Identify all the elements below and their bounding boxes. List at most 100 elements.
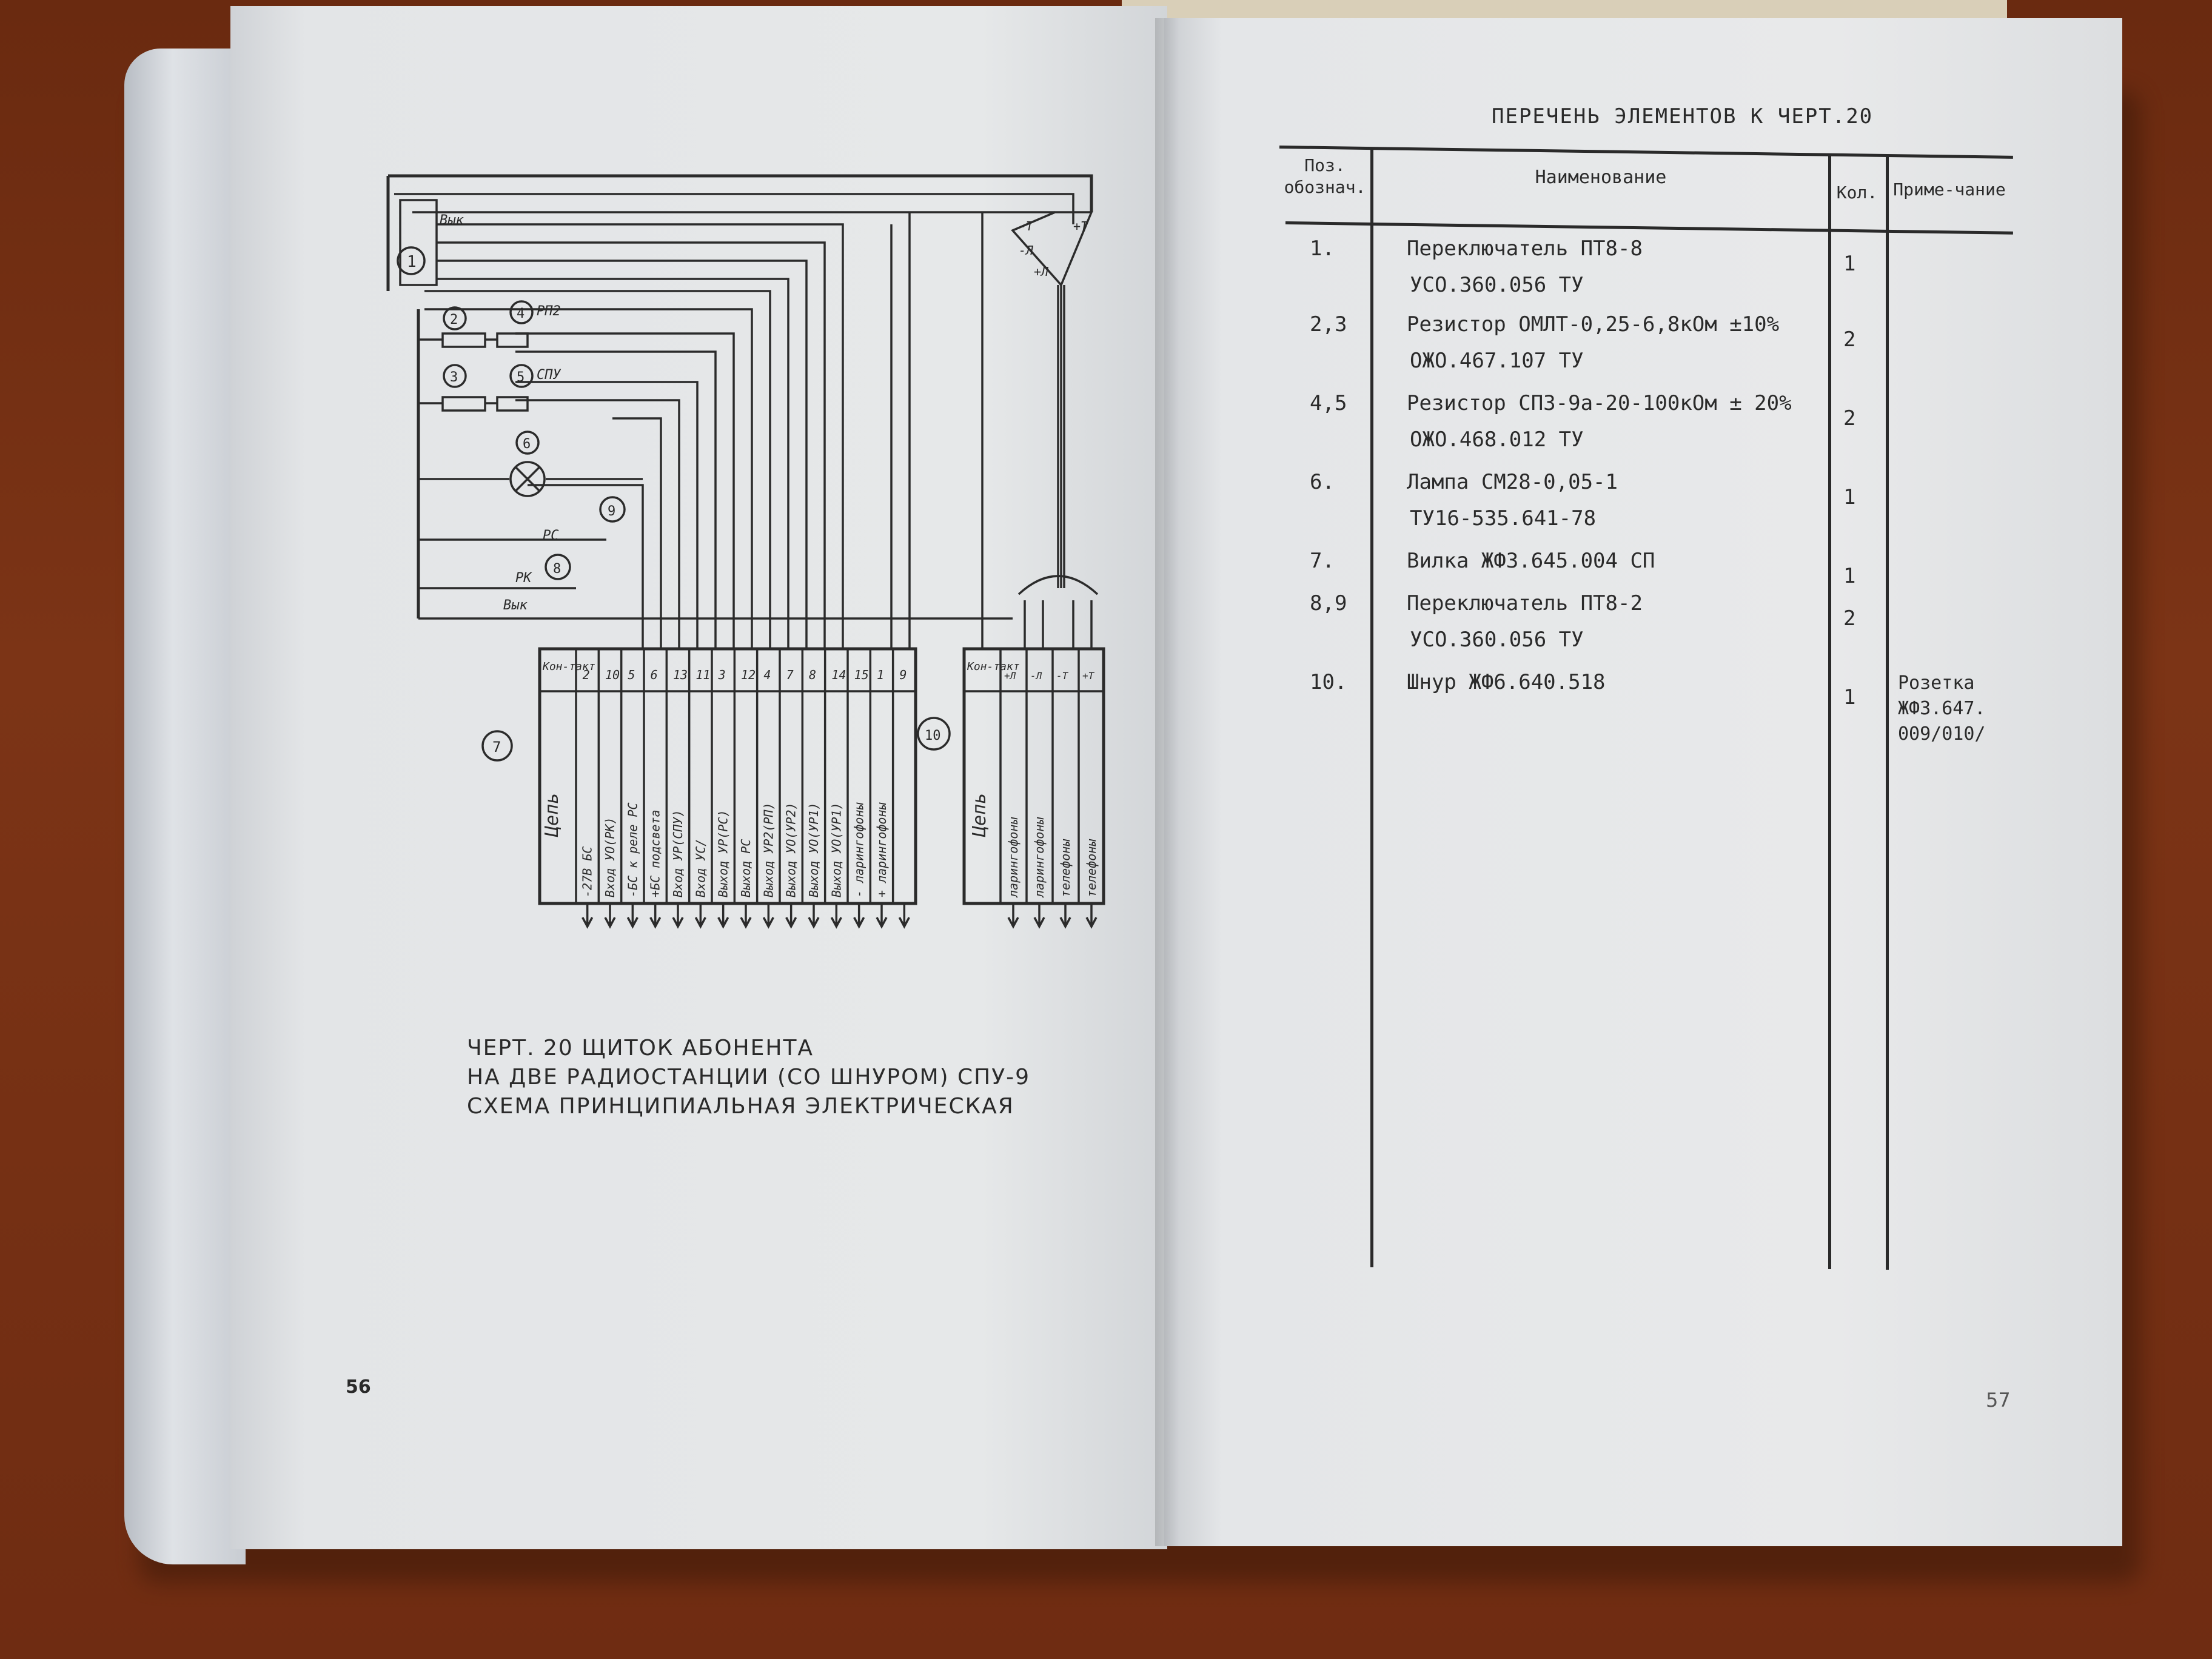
connector-10-contact: +Т [1082,670,1095,682]
output-arrow [1059,903,1071,929]
row-note: ЖФ3.647. [1898,698,1986,719]
connector-7-contact: 9 [899,668,907,682]
connector-7-circuit: Вход УС/ [693,839,708,897]
connector-7-circuit: Выход УР(РС) [716,810,731,898]
signal-wires [424,212,984,649]
table-col-divider-2 [1828,155,1831,1269]
connector-10-circuit: телефоны [1058,839,1073,897]
output-arrow [830,903,842,929]
connector-10-contact: -Т [1056,670,1069,682]
row-qty: 2 [1843,327,1856,352]
connector-10-circuit: ларингофоны [1006,817,1021,898]
connector-10-block: Кон-такт 10 Цепь +Лларингофоны-Лларингоф… [917,647,1105,905]
page-stack-edge [124,49,246,1564]
row-qty: 1 [1843,685,1856,709]
row-name: УСО.360.056 ТУ [1410,628,1584,652]
row-pos: 1. [1310,236,1335,261]
connector-10-pos: 10 [925,728,941,743]
connector-7-circuit: Выход УО(УР1) [806,802,821,897]
output-arrow [876,903,888,929]
connector-7-circuit: + ларингофоны [874,802,889,897]
output-arrow [898,903,910,929]
vyk-label-2: Вык [503,598,528,613]
r3-label: 3 [450,370,458,385]
spu-label: СПУ [537,367,561,383]
row-name: ОЖО.467.107 ТУ [1410,349,1584,373]
table-header-rule [1285,221,2013,235]
row-pos: 6. [1310,470,1335,494]
output-arrow [1007,903,1019,929]
row-name: УСО.360.056 ТУ [1410,273,1584,297]
connector-7-contact: 15 [854,668,869,682]
table-col-divider-3 [1886,156,1889,1270]
row-name: Шнур ЖФ6.640.518 [1407,670,1606,694]
connector-7-circuit: Выход УР2(РП) [761,802,776,897]
sw9-label: 9 [608,504,615,519]
connector-10-row-label: Цепь [969,793,990,837]
row-pos: 8,9 [1310,591,1347,615]
header-note: Приме-чание [1893,179,2006,199]
connector-7-circuit: -27В БС [580,846,595,897]
vyk-label-1: Вык [440,213,464,228]
output-arrow [762,903,774,929]
connector-10-contact: -Л [1030,670,1042,682]
connector-7-circuit: Вход УР(СПУ) [671,810,685,898]
header-qty: Кол. [1836,183,1878,203]
output-arrow [808,903,820,929]
connector-7-contact: 3 [718,668,726,682]
connector-10-circuit: ларингофоны [1032,817,1047,898]
row-pos: 10. [1310,670,1347,694]
connector-7-contact: 12 [741,668,756,682]
header-pos: Поз. обознач. [1284,155,1366,197]
cord-fan: -Т +Т -Л +Л [1011,211,1099,649]
right-page [1164,18,2122,1546]
connector-7-contact: 8 [809,668,816,682]
table-title: ПЕРЕЧЕНЬ ЭЛЕМЕНТОВ К ЧЕРТ.20 [1492,104,1874,129]
rs-label: РС [543,528,559,543]
connector-7-circuit: Выход УО(УР2) [784,802,799,897]
rp2-label: РП2 [537,304,561,319]
output-arrow [740,903,752,929]
connector-7-contact: 6 [651,668,658,682]
row-qty: 2 [1843,406,1856,431]
output-arrow [717,903,729,929]
r2-label: 2 [450,312,458,327]
row-note: Розетка [1898,672,1975,694]
elements-table: Поз. обознач. Наименование Кол. Приме-ча… [1279,146,2013,1270]
output-arrow [694,903,706,929]
caption-line-3: СХЕМА ПРИНЦИПИАЛЬНАЯ ЭЛЕКТРИЧЕСКАЯ [467,1094,1014,1119]
row-name: Вилка ЖФ3.645.004 СП [1407,549,1655,573]
connector-7-contact: 1 [877,668,884,682]
row-pos: 2,3 [1310,312,1347,337]
row-name: ОЖО.468.012 ТУ [1410,427,1584,452]
lamp-6: 6 [418,431,643,497]
rk-label: РК [515,571,532,586]
connector-7-circuit: -БС к реле РС [625,802,640,897]
page-number-left: 56 [346,1376,371,1398]
cord-label-bl: +Л [1034,264,1049,279]
row-pos: 7. [1310,549,1335,573]
caption-line-1: ЧЕРТ. 20 ЩИТОК АБОНЕНТА [467,1036,814,1061]
switch-1: 1 Вык [397,199,464,286]
connector-7-circuit: +БС подсвета [648,810,663,898]
output-arrow [785,903,797,929]
row-pos: 4,5 [1310,391,1347,415]
row-qty: 2 [1843,606,1856,631]
connector-10-header: Кон-такт [967,660,1020,673]
figure-caption: ЧЕРТ. 20 ЩИТОК АБОНЕНТА НА ДВЕ РАДИОСТАН… [467,1034,1030,1121]
switch-1-label: 1 [407,253,417,271]
output-arrows [581,903,1098,929]
schematic-diagram: 1 Вык -Т +Т -Л +Л 2 [386,174,1105,929]
connector-7-contact: 5 [628,668,635,682]
resistor-group: 2 4 РП2 3 5 СПУ [418,300,561,412]
output-arrow [604,903,616,929]
connector-10-circuit: телефоны [1084,839,1099,897]
output-arrow [626,903,638,929]
connector-7-circuit: Выход УО(УР1) [829,802,843,897]
row-name: Резистор СП3-9а-20-100кОм ± 20% [1407,391,1792,415]
cord-label-tl: -Т [1019,219,1034,233]
cord-label-tr: +Т [1073,219,1089,233]
r5-label: 5 [517,370,525,385]
output-arrow [1085,903,1098,929]
book-gutter [1155,18,1179,1546]
